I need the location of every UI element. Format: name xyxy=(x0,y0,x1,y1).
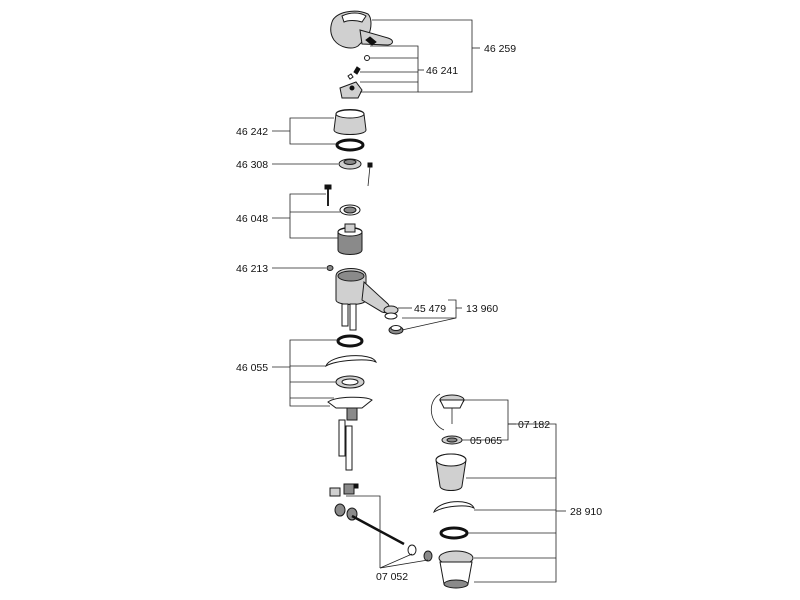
mount-o-ring-part xyxy=(336,334,364,348)
label-46048: 46 048 xyxy=(236,213,268,225)
drain-o-ring-part xyxy=(439,526,469,540)
cartridge-pin-part xyxy=(367,162,373,187)
mount-washer-part xyxy=(335,375,365,389)
label-46213: 46 213 xyxy=(236,263,268,275)
label-13960: 13 960 xyxy=(466,303,498,315)
bolt-part xyxy=(324,184,332,206)
mount-plate-part xyxy=(327,396,373,409)
stopper-seal-part xyxy=(441,435,463,445)
faucet-body-part xyxy=(335,268,391,331)
lift-rod-clip-part xyxy=(329,483,359,497)
cap-part xyxy=(333,109,367,135)
aerator-housing-part xyxy=(388,325,404,335)
aerator-insert-part xyxy=(383,305,399,320)
cartridge-body-part xyxy=(337,223,363,255)
label-05065: 05 065 xyxy=(470,435,502,447)
handle-screw-part xyxy=(364,36,377,61)
label-28910: 28 910 xyxy=(570,506,602,518)
cartridge-disc-part xyxy=(338,158,362,170)
mount-gasket-part xyxy=(325,355,377,368)
label-07182: 07 182 xyxy=(518,419,550,431)
pivot-nut-part xyxy=(407,544,417,556)
mount-nut-part xyxy=(346,407,358,421)
drain-body-part xyxy=(435,453,467,491)
label-46055: 46 055 xyxy=(236,362,268,374)
grub-screw-part xyxy=(326,265,334,271)
threaded-rod-part xyxy=(338,419,353,471)
pivot-rod-part xyxy=(351,514,405,546)
label-46241: 46 241 xyxy=(426,65,458,77)
drain-gasket-part xyxy=(433,501,475,514)
drain-flange-part xyxy=(438,550,474,589)
label-07052: 07 052 xyxy=(376,571,408,583)
handle-clip-part xyxy=(339,66,363,99)
pivot-washer-part xyxy=(423,550,433,562)
cap-o-ring-part xyxy=(335,138,365,152)
drain-stopper-part xyxy=(431,393,465,431)
cartridge-ring-part xyxy=(339,204,361,216)
label-45479: 45 479 xyxy=(414,303,446,315)
lever-handle-part xyxy=(330,10,393,49)
label-46308: 46 308 xyxy=(236,159,268,171)
label-46242: 46 242 xyxy=(236,126,268,138)
leader-lines xyxy=(272,19,566,583)
label-46259: 46 259 xyxy=(484,43,516,55)
